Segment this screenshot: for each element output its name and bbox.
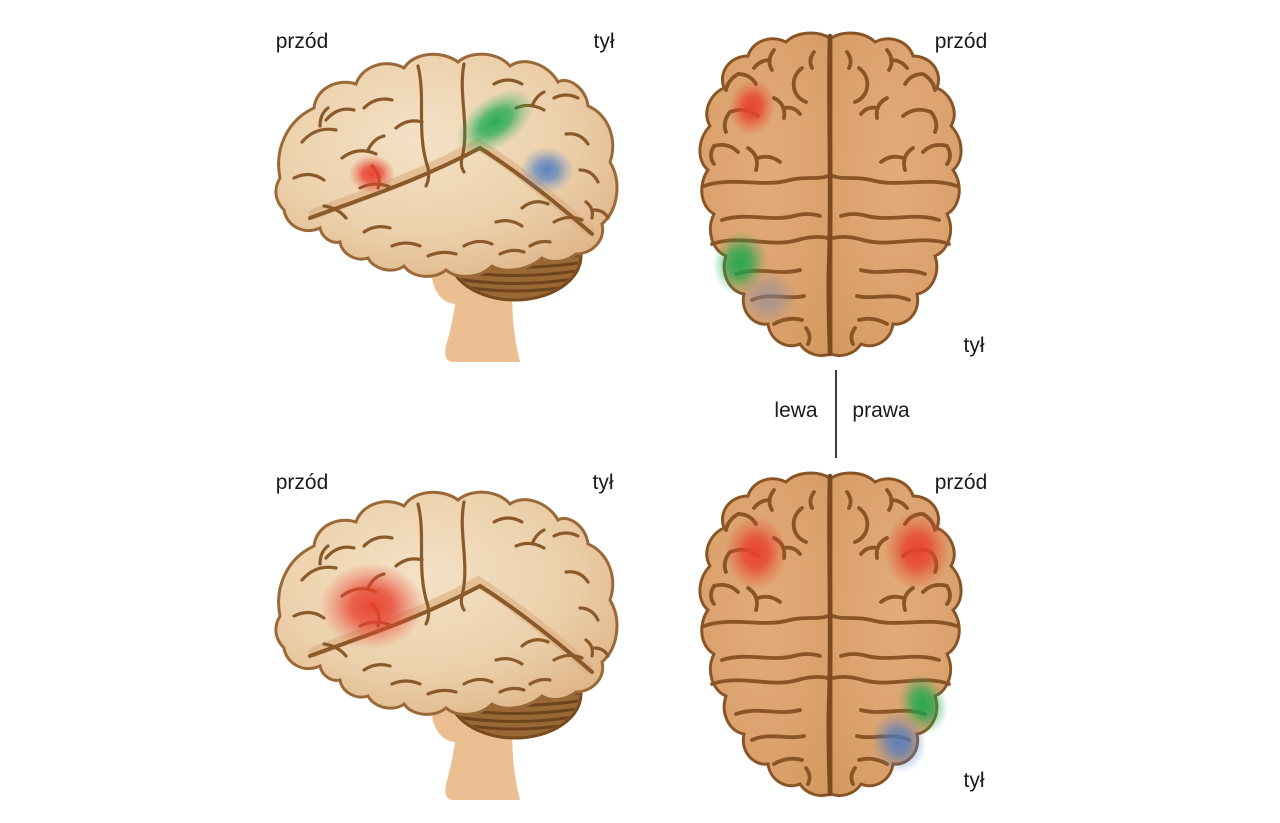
- label-back-bottom-right: tył: [963, 769, 985, 792]
- label-right-hemisphere: prawa: [852, 399, 910, 422]
- activation-spot-red: [884, 512, 950, 590]
- activation-spots-layer: [320, 563, 424, 649]
- label-back-top-left: tył: [593, 30, 615, 53]
- panel-lateral-brain-top: [268, 50, 640, 365]
- panel-lateral-brain-bottom: [268, 488, 640, 803]
- label-front-top-right: przód: [934, 30, 988, 53]
- activation-spots-layer: [712, 79, 797, 325]
- activation-spot-blue-faded: [739, 271, 797, 325]
- activation-spot-red: [728, 79, 776, 135]
- activation-spot-blue: [520, 147, 574, 193]
- activation-spot-green: [456, 89, 534, 155]
- activation-spots-layer: [349, 89, 574, 193]
- label-front-top-left: przód: [275, 30, 329, 53]
- lateral-brain-illustration: [268, 50, 640, 365]
- label-left-hemisphere: lewa: [774, 399, 818, 422]
- hemisphere-divider-line: [835, 370, 837, 458]
- label-back-top-right: tył: [963, 334, 985, 357]
- label-back-bottom-left: tył: [592, 471, 614, 494]
- activation-spot-blue: [871, 711, 927, 773]
- activation-spots-layer: [725, 512, 950, 773]
- activation-spot-red: [725, 516, 787, 590]
- activation-spot-red: [320, 563, 424, 649]
- panel-top-view-brain-top: [678, 28, 968, 363]
- label-front-bottom-right: przód: [934, 471, 988, 494]
- lateral-brain-illustration: [268, 488, 640, 803]
- label-front-bottom-left: przód: [275, 471, 329, 494]
- top-view-brain-illustration: [678, 468, 968, 803]
- top-view-brain-illustration: [678, 28, 968, 363]
- panel-top-view-brain-bottom: [678, 468, 968, 803]
- activation-spot-red: [349, 155, 395, 193]
